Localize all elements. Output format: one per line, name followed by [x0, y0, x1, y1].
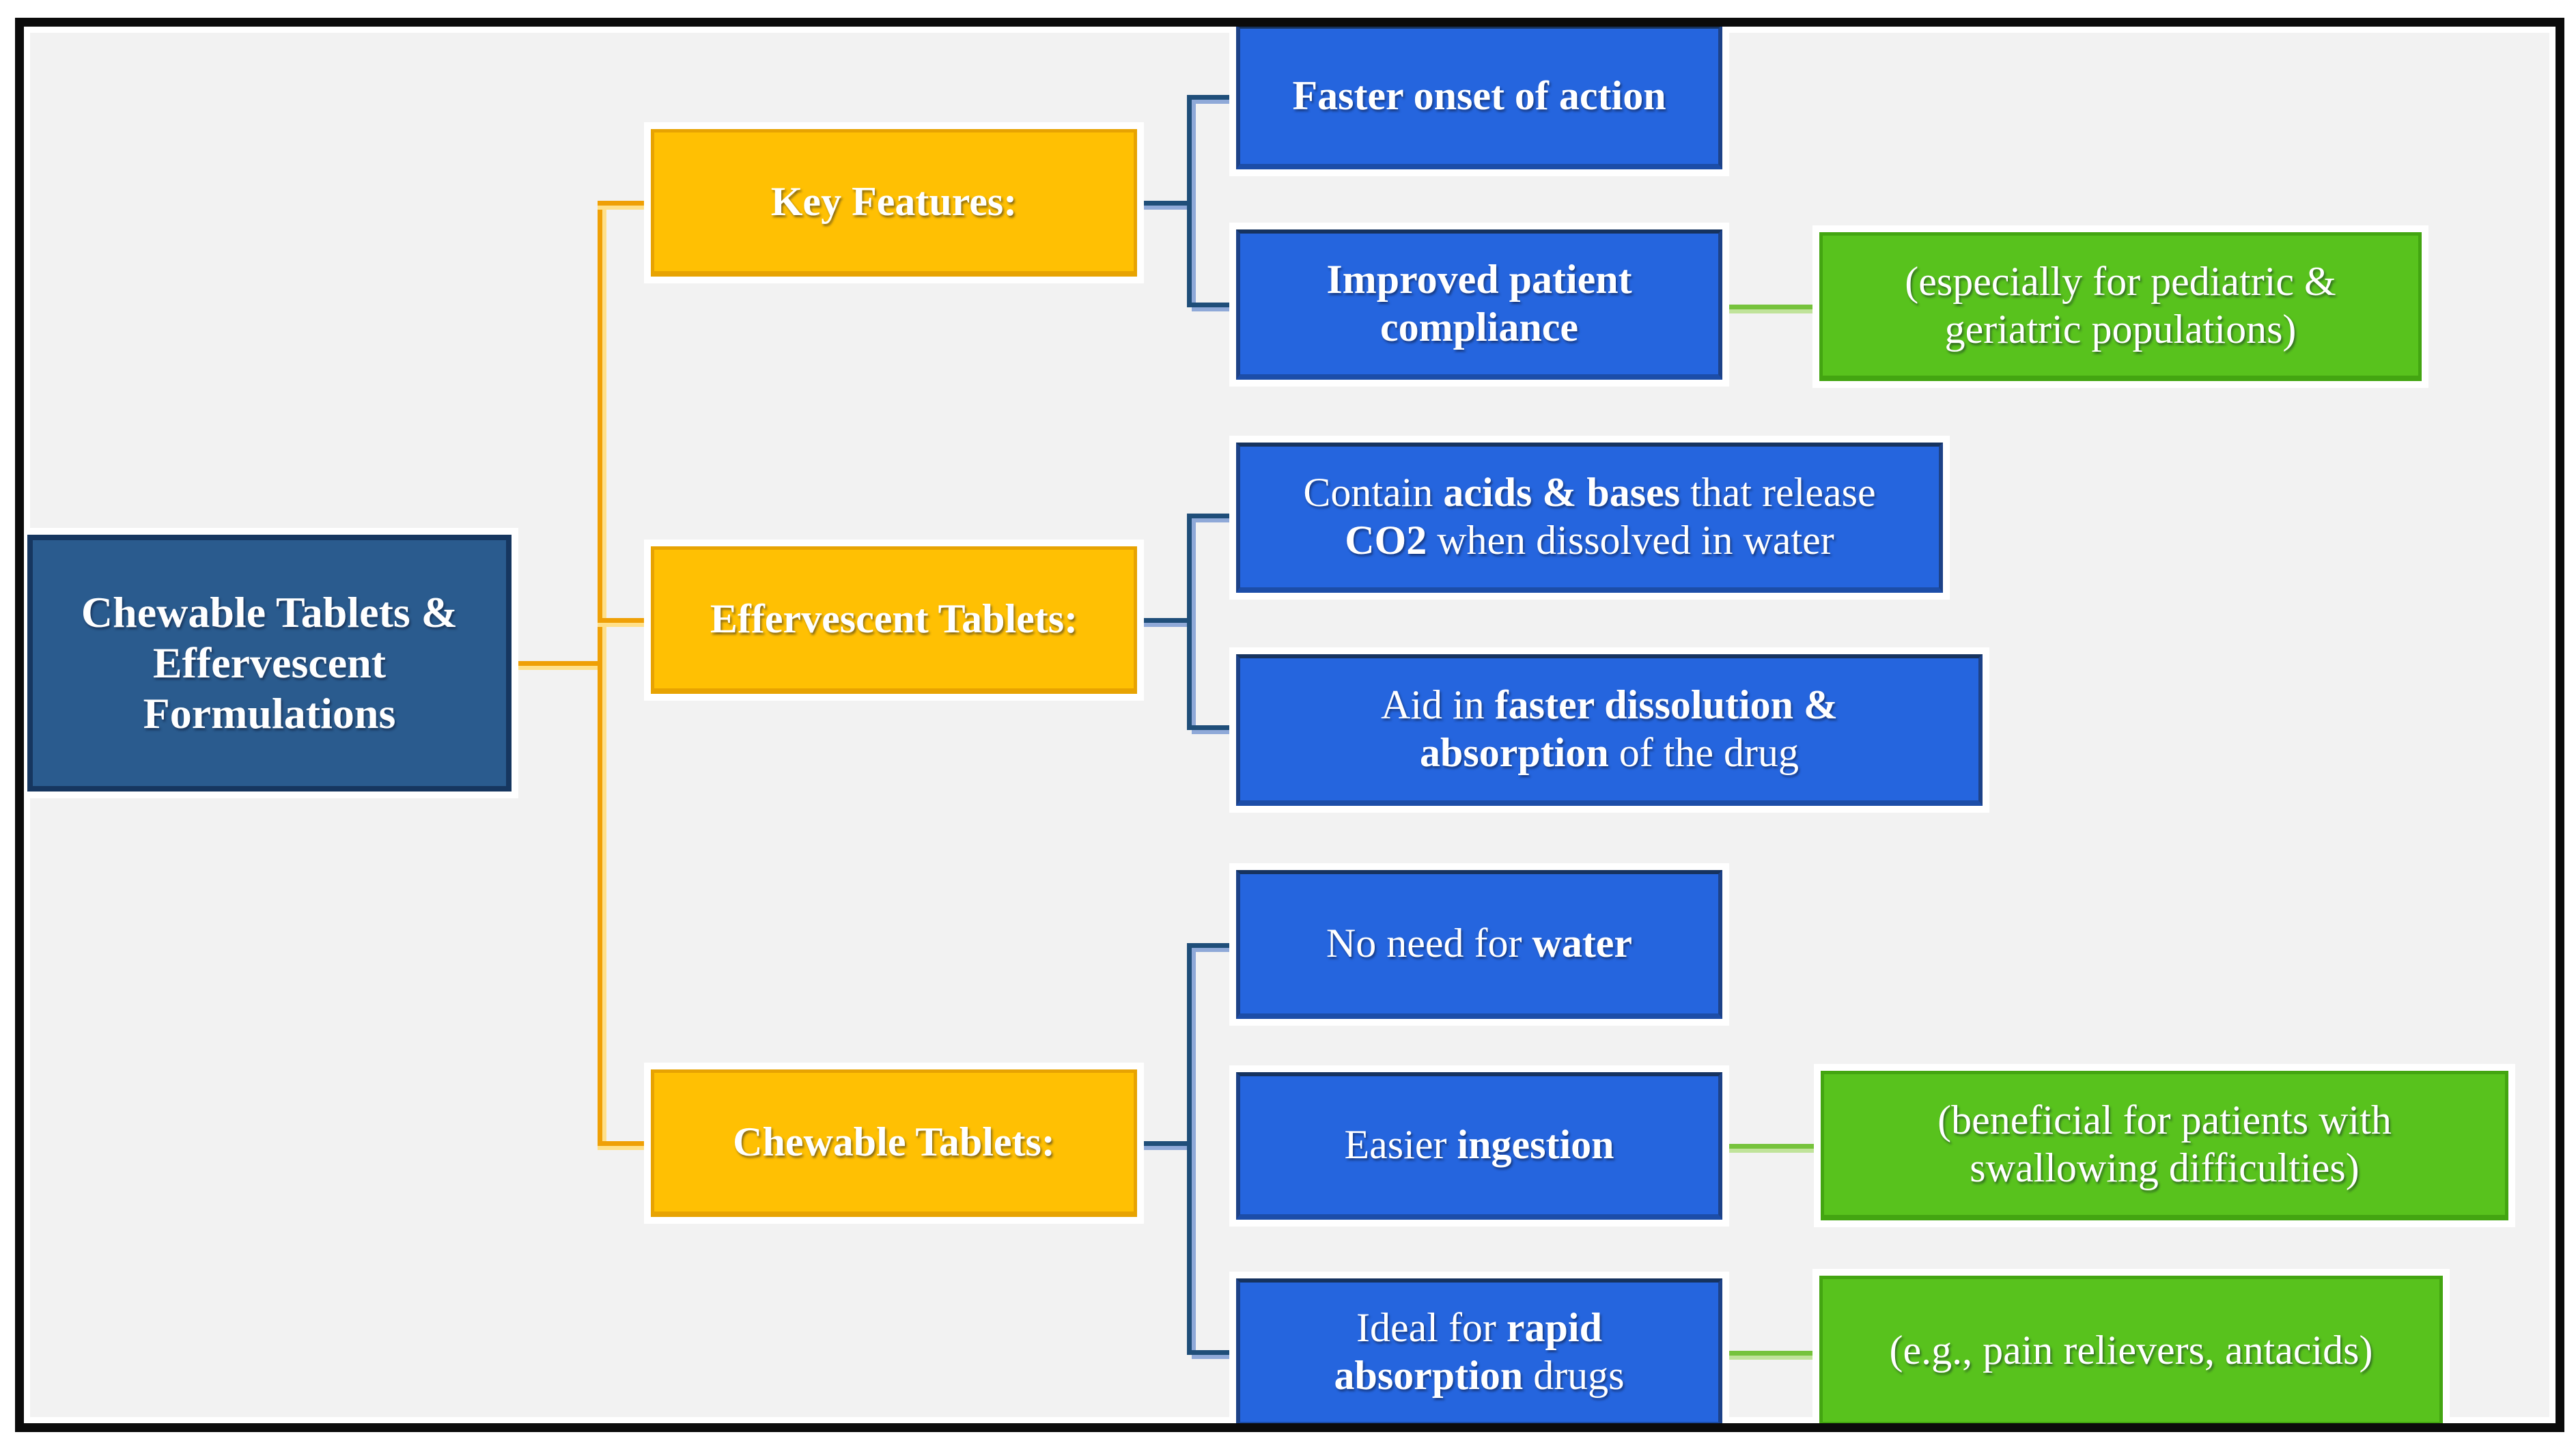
connector-ch-child1 [1192, 943, 1236, 948]
connector-orange-trunk [598, 201, 602, 1147]
node-text-line: Key Features: [770, 178, 1018, 224]
node-text-line: Aid in faster dissolution & [1381, 682, 1838, 728]
connector-root-stub [512, 661, 602, 666]
node-text-line: geriatric populations) [1944, 306, 2297, 352]
node-text-line: Easier ingestion [1344, 1122, 1614, 1168]
connector-note3-link [1722, 1351, 1819, 1356]
node-text-line: Chewable Tablets: [733, 1119, 1055, 1164]
node-text-line: (beneficial for patients with [1937, 1097, 2392, 1143]
node-text-line: absorption of the drug [1419, 730, 1799, 775]
connector-ch-out [1137, 1141, 1192, 1146]
node-aid-dissolution: Aid in faster dissolution &absorption of… [1236, 654, 1983, 806]
node-text-line: Contain acids & bases that release [1303, 470, 1876, 516]
node-chewable-tablets: Chewable Tablets: [651, 1069, 1137, 1217]
node-text-line: (especially for pediatric & [1905, 258, 2336, 304]
connector-ef-child2 [1192, 725, 1236, 730]
node-text-line: compliance [1380, 305, 1578, 350]
connector-kf-stub [598, 201, 651, 206]
connector-ef-child1 [1192, 514, 1236, 518]
connector-kf-child1 [1192, 95, 1236, 100]
node-text-line: Chewable Tablets & [81, 587, 458, 636]
connector-ch-bracket [1187, 943, 1192, 1355]
node-text-line: absorption drugs [1334, 1353, 1625, 1398]
node-note-examples: (e.g., pain relievers, antacids) [1819, 1276, 2443, 1427]
connector-ch-stub [598, 1141, 651, 1146]
node-text-line: Improved patient [1326, 257, 1632, 303]
node-text-line: CO2 when dissolved in water [1345, 518, 1834, 563]
connector-kf-bracket [1187, 95, 1192, 307]
connector-ef-bracket [1187, 514, 1192, 730]
node-text-line: Effervescent Tablets: [710, 596, 1078, 641]
node-text-line: (e.g., pain relievers, antacids) [1889, 1327, 2373, 1373]
node-effervescent-tablets: Effervescent Tablets: [651, 546, 1137, 694]
connector-ch-child2 [1192, 1350, 1236, 1355]
node-text-line: No need for water [1326, 921, 1633, 966]
node-text-line: Effervescent [152, 638, 387, 687]
connector-ef-stub [598, 618, 651, 623]
connector-kf-child2 [1192, 303, 1236, 307]
node-easier-ingestion: Easier ingestion [1236, 1072, 1722, 1220]
connector-note2-link [1722, 1144, 1821, 1149]
node-key-features: Key Features: [651, 129, 1137, 277]
node-text-line: Faster onset of action [1292, 73, 1666, 119]
node-text-line: swallowing difficulties) [1970, 1145, 2360, 1190]
node-note-pediatric: (especially for pediatric &geriatric pop… [1819, 232, 2422, 381]
node-text-line: Ideal for rapid [1356, 1305, 1602, 1351]
connector-kf-out [1137, 201, 1192, 206]
node-text-line: Formulations [143, 689, 396, 738]
connector-note1-link [1722, 305, 1819, 309]
node-faster-onset: Faster onset of action [1236, 25, 1722, 169]
connector-ef-out [1137, 618, 1192, 623]
node-no-need-water: No need for water [1236, 870, 1722, 1019]
